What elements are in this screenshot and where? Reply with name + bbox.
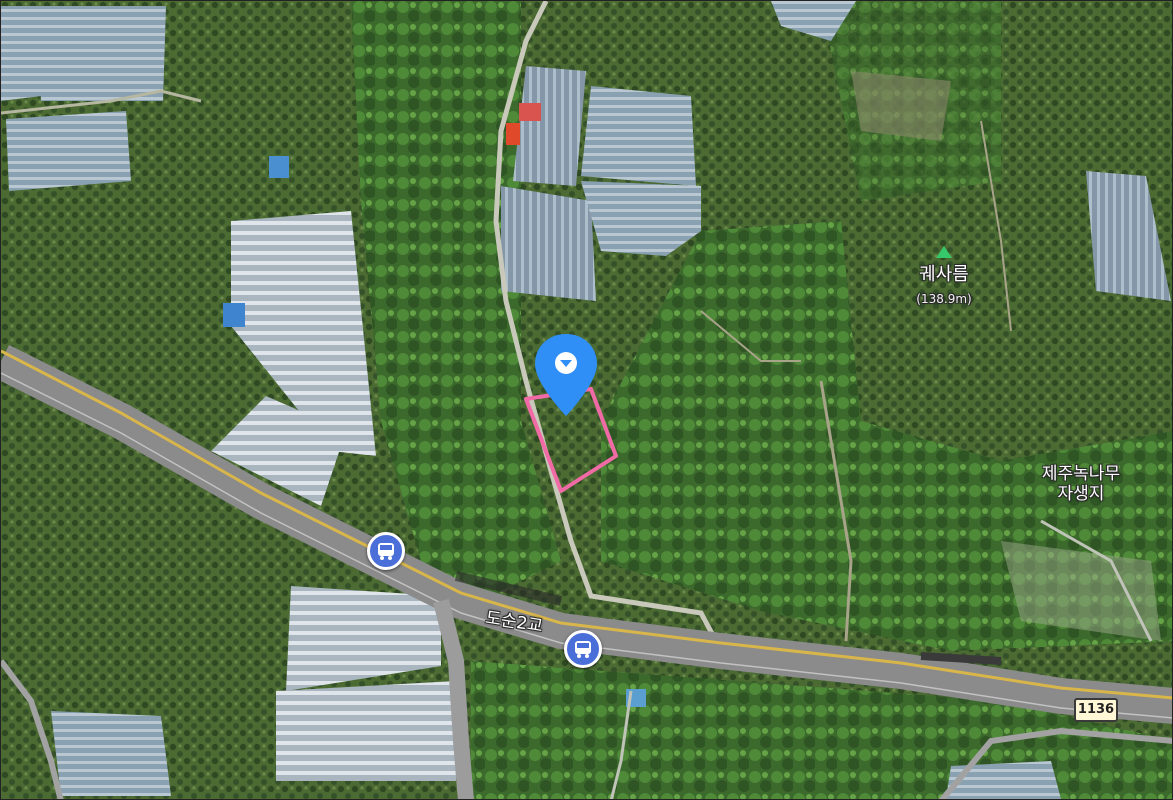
- bus-stop-icon[interactable]: [367, 532, 405, 570]
- bus-stop-icon[interactable]: [564, 630, 602, 668]
- forest-reserve-label[interactable]: 제주녹나무 자생지: [1016, 464, 1146, 504]
- forest-label-line-2: 자생지: [1057, 483, 1105, 504]
- peak-name-label[interactable]: 궤사름: [919, 264, 969, 285]
- peak-elevation-label: (138.9m): [916, 292, 972, 306]
- route-number-shield: 1136: [1074, 698, 1118, 722]
- mountain-peak-icon: [936, 246, 952, 258]
- forest-label-line-1: 제주녹나무: [1041, 464, 1121, 484]
- location-pin-icon[interactable]: [533, 332, 599, 422]
